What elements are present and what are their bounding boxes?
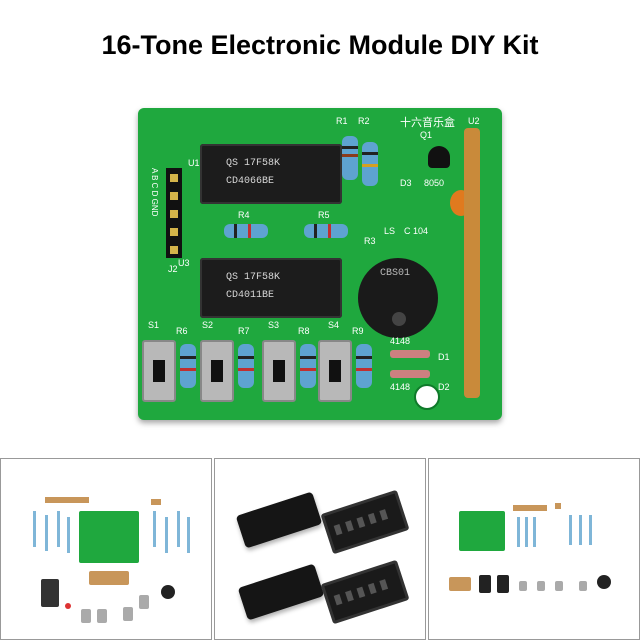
label-s3: S3 [268,320,280,330]
transistor-q1 [428,146,450,168]
label-transistor-code: 8050 [424,178,445,188]
switch-s3 [262,340,296,402]
chip-top-part: CD4066BE [226,176,275,187]
pin-header [166,168,182,258]
chip-cd4066: QS 17F58K CD4066BE [200,144,342,204]
switch-s4 [318,340,352,402]
label-d2: D2 [438,382,450,392]
label-capacitor-code: C 104 [404,226,429,236]
label-d1: D1 [438,352,450,362]
label-r2: R2 [358,116,370,126]
label-s1: S1 [148,320,160,330]
resistor-r4 [224,224,268,238]
ic-socket-2 [320,559,410,625]
thumbnail-ics-and-sockets[interactable] [214,458,426,640]
ic-chip-2 [237,563,325,621]
resistor-r9 [356,344,372,388]
label-r6: R6 [176,326,188,336]
label-j2: J2 [168,264,178,274]
diode-d1 [390,350,430,358]
label-u3: U3 [178,258,190,268]
label-diode-code-1: 4148 [390,336,411,346]
mounting-hole [414,384,440,410]
label-r3: R3 [364,236,376,246]
header-pin-labels: A B C D GND [150,168,159,217]
switch-s2 [200,340,234,402]
label-s4: S4 [328,320,340,330]
thumbnail-kit-parts[interactable] [0,458,212,640]
resistor-r5 [304,224,348,238]
main-product-photo: 十六音乐盒 A B C D GND J2 U1 QS 17F58K CD4066… [120,90,520,440]
ic-socket-1 [320,489,410,555]
resistor-r8 [300,344,316,388]
pcb-board: 十六音乐盒 A B C D GND J2 U1 QS 17F58K CD4066… [138,108,502,420]
resistor-r6 [180,344,196,388]
label-r8: R8 [298,326,310,336]
kit-pcb [79,511,139,563]
resistor-r1 [342,136,358,180]
label-ls: LS [384,226,396,236]
ic-chip-1 [235,491,323,549]
chip-cd4011: QS 17F58K CD4011BE [200,258,342,318]
switch-s1 [142,340,176,402]
label-r9: R9 [352,326,364,336]
label-s2: S2 [202,320,214,330]
chip-bottom-brand: QS 17F58K [226,272,281,283]
thumbnail-kit-overview[interactable] [428,458,640,640]
chip-top-brand: QS 17F58K [226,158,281,169]
label-r7: R7 [238,326,250,336]
buzzer-speaker: CBS01 [358,258,438,338]
chip-bottom-part: CD4011BE [226,290,275,301]
label-r1: R1 [336,116,348,126]
label-r4: R4 [238,210,250,220]
diode-d2 [390,370,430,378]
antenna-coil [464,128,480,398]
resistor-r7 [238,344,254,388]
page-title: 16-Tone Electronic Module DIY Kit [101,30,539,60]
kit-pcb-small [459,511,505,551]
resistor-r2 [362,142,378,186]
label-u1: U1 [188,158,200,168]
label-diode-code-2: 4148 [390,382,411,392]
label-q1: Q1 [420,130,433,140]
pcb-chinese-title: 十六音乐盒 [400,116,455,129]
label-u2: U2 [468,116,480,126]
label-r5: R5 [318,210,330,220]
label-d3: D3 [400,178,412,188]
